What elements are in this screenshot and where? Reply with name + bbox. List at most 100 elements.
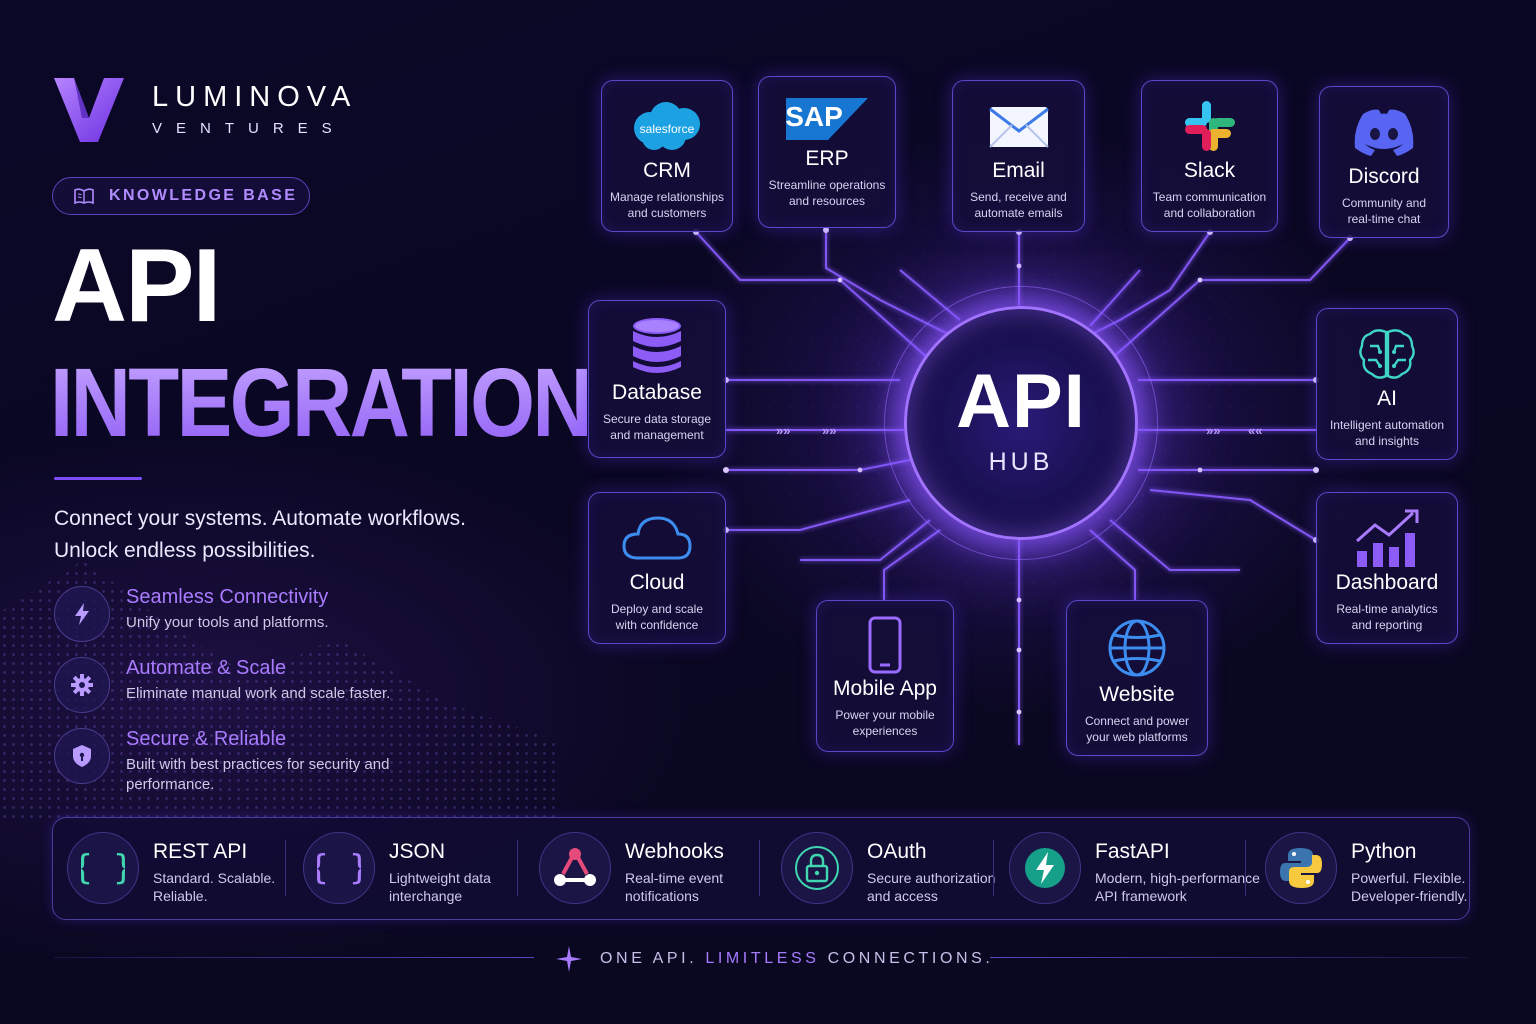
hub-subtitle: HUB — [988, 447, 1054, 476]
node-title: Email — [992, 159, 1045, 182]
tech-title: Python — [1351, 840, 1417, 863]
fastapi-icon — [1009, 832, 1081, 904]
api-hub[interactable]: API HUB — [904, 306, 1138, 540]
book-icon — [74, 188, 94, 205]
footer-rule-left — [54, 957, 534, 958]
footer-part1: ONE API. — [600, 950, 698, 967]
tech-title: Webhooks — [625, 840, 724, 863]
brand-name: LUMINOVA — [152, 81, 358, 113]
feature-title: Automate & Scale — [126, 657, 287, 679]
node-title: Slack — [1183, 159, 1236, 182]
feature-automate-scale: Automate & Scale Eliminate manual work a… — [54, 657, 390, 713]
node-title: CRM — [643, 159, 691, 182]
knowledge-base-badge: KNOWLEDGE BASE — [52, 177, 310, 215]
svg-text:{ }: { } — [317, 848, 361, 888]
footer-part3: CONNECTIONS. — [827, 950, 994, 967]
braces-icon: { } — [67, 832, 139, 904]
webhook-icon — [539, 832, 611, 904]
node-title: Website — [1099, 683, 1175, 706]
salesforce-wordmark: salesforce — [640, 122, 695, 136]
node-title: Database — [612, 381, 702, 404]
page-title-line2: INTEGRATION — [50, 348, 593, 457]
tech-separator — [517, 840, 518, 896]
feature-title: Secure & Reliable — [126, 728, 287, 750]
node-title: AI — [1377, 387, 1397, 410]
tech-desc: Standard. Scalable.Reliable. — [153, 870, 276, 904]
lightning-icon — [54, 586, 110, 642]
knowledge-base-label: KNOWLEDGE BASE — [109, 187, 298, 204]
tech-separator — [993, 840, 994, 896]
python-icon — [1265, 832, 1337, 904]
page-title-line1: API — [52, 228, 221, 344]
footer-part2: LIMITLESS — [705, 950, 820, 967]
tagline: Connect your systems. Automate workflows… — [54, 503, 466, 567]
cloud-icon — [620, 507, 694, 569]
feature-desc: Unify your tools and platforms. — [126, 614, 329, 631]
node-title: ERP — [805, 147, 849, 170]
feature-desc: Eliminate manual work and scale faster. — [126, 685, 391, 702]
sap-logo-icon: SAP — [784, 93, 870, 145]
feature-title: Seamless Connectivity — [126, 586, 329, 608]
salesforce-cloud-icon: salesforce — [628, 95, 706, 157]
database-icon — [631, 315, 683, 379]
brand-subtitle: VENTURES — [152, 120, 346, 137]
discord-logo-icon — [1351, 101, 1417, 163]
tech-title: JSON — [389, 840, 446, 863]
feature-secure-reliable: Secure & Reliable Built with best practi… — [54, 728, 406, 795]
tagline-line1: Connect your systems. Automate workflows… — [54, 507, 466, 530]
lock-icon — [781, 832, 853, 904]
envelope-icon — [988, 95, 1050, 157]
tech-separator — [285, 840, 286, 896]
node-title: Mobile App — [833, 677, 937, 700]
tagline-line2: Unlock endless possibilities. — [54, 539, 316, 562]
hub-outer-ring — [884, 286, 1158, 560]
sap-wordmark: SAP — [785, 101, 843, 132]
feature-desc: Built with best practices for security a… — [126, 756, 390, 793]
tech-title: FastAPI — [1095, 840, 1170, 863]
node-title: Cloud — [629, 571, 685, 594]
shield-icon — [54, 728, 110, 784]
smartphone-icon — [867, 615, 903, 675]
feature-seamless-connectivity: Seamless Connectivity Unify your tools a… — [54, 586, 329, 642]
footer-slogan: ONE API. LIMITLESS CONNECTIONS. — [554, 944, 993, 974]
slack-logo-icon — [1181, 95, 1239, 157]
hub-title: API — [956, 358, 1086, 444]
v-chevron-logo-icon — [54, 78, 124, 142]
title-divider — [54, 477, 142, 480]
tech-separator — [759, 840, 760, 896]
gear-icon — [54, 657, 110, 713]
footer-rule-right — [990, 957, 1468, 958]
